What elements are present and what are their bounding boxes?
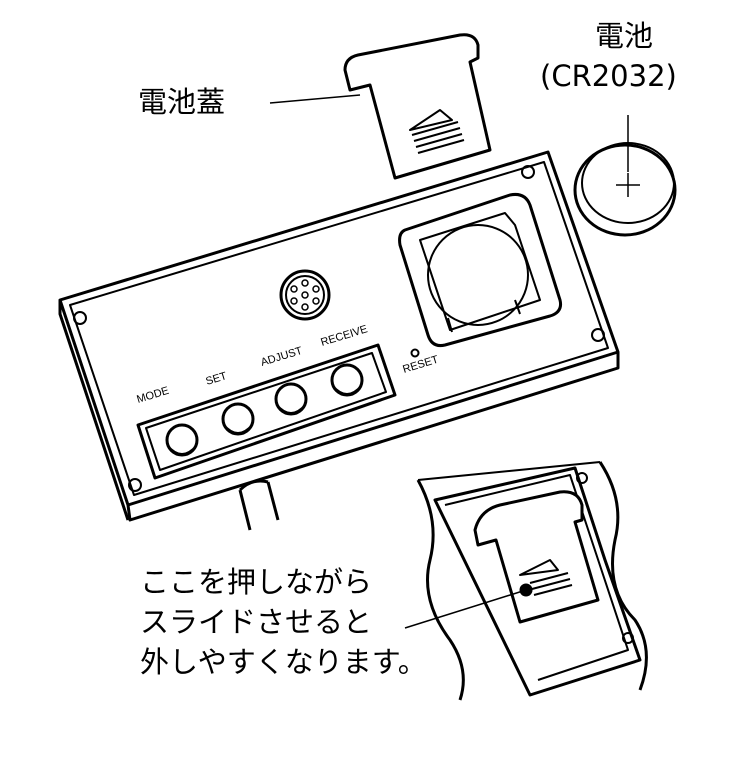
battery-model-label: (CR2032)	[540, 59, 677, 93]
cover-leader-line	[269, 94, 361, 104]
battery-compartment	[398, 193, 562, 347]
reset-hole	[410, 348, 420, 358]
detail-inset	[416, 461, 648, 701]
instruction-line-1: ここを押しながら	[140, 565, 373, 599]
battery-coin	[573, 142, 677, 237]
button-panel	[136, 343, 397, 480]
cable	[238, 479, 280, 531]
speaker-grille	[279, 269, 331, 321]
instruction-line-2: スライドさせると	[140, 605, 373, 639]
instruction-line-3: 外しやすくなります。	[140, 645, 427, 679]
battery-cover	[343, 33, 492, 180]
battery-cover-label: 電池蓋	[138, 85, 226, 119]
device-body	[58, 150, 620, 522]
instruction-leader-line	[404, 589, 527, 629]
battery-label: 電池	[595, 19, 654, 53]
